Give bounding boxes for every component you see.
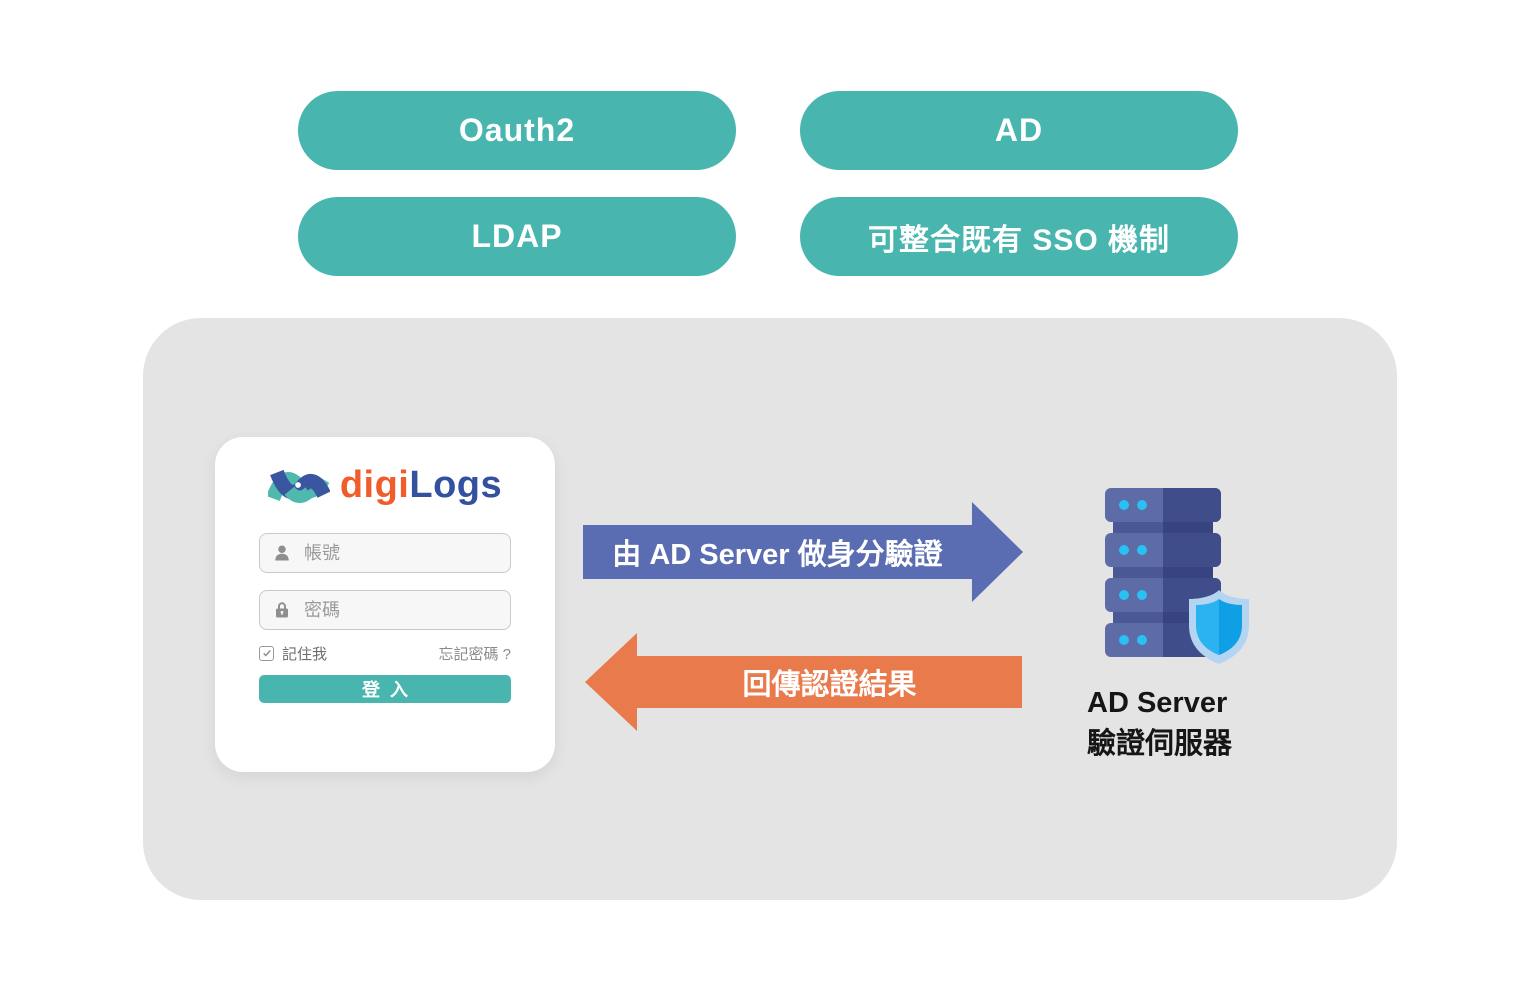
auth-request-arrow-label: 由 AD Server 做身分驗證 [612,539,943,571]
pill-ldap: LDAP [298,197,736,276]
server-units [1105,488,1221,657]
pill-ad-label: AD [994,112,1044,148]
digilogs-wave-icon [267,469,330,504]
password-input[interactable] [259,590,511,630]
server-subtitle: 驗證伺服器 [1087,728,1233,760]
pill-oauth2: Oauth2 [298,91,736,170]
pill-sso-integration: 可整合既有 SSO 機制 [800,197,1238,276]
shield-icon [1189,590,1249,664]
server-title: AD Server [1087,687,1228,719]
auth-response-arrow-label: 回傳認證結果 [742,669,917,701]
digilogs-logo: digiLogs [215,459,555,511]
username-input[interactable] [259,533,511,573]
pill-ldap-label: LDAP [471,218,563,254]
wordmark-logs: Logs [409,463,503,506]
check-icon [262,649,271,657]
login-button-label: 登入 [362,680,418,700]
lock-icon [276,602,288,618]
login-card: digiLogs 記住我 [215,437,555,772]
digilogs-wordmark: digiLogs [340,464,502,507]
remember-row: 記住我 忘記密碼 ? [259,643,511,663]
user-icon [275,545,289,561]
remember-me-checkbox[interactable] [259,645,274,661]
wordmark-digi: digi [339,463,410,506]
remember-me-label: 記住我 [282,645,328,663]
server-connectors [1113,518,1213,627]
forgot-password-link[interactable]: 忘記密碼 ? [438,645,511,663]
login-button[interactable]: 登入 [259,675,511,703]
username-field-wrap [259,533,511,573]
pill-oauth2-label: Oauth2 [458,112,576,148]
pill-ad: AD [800,91,1238,170]
ad-server-shield-icon [1105,488,1249,664]
server-caption: AD Server 驗證伺服器 [1087,683,1347,765]
pill-sso-integration-label: 可整合既有 SSO 機制 [867,223,1171,257]
password-field-wrap [259,590,511,630]
